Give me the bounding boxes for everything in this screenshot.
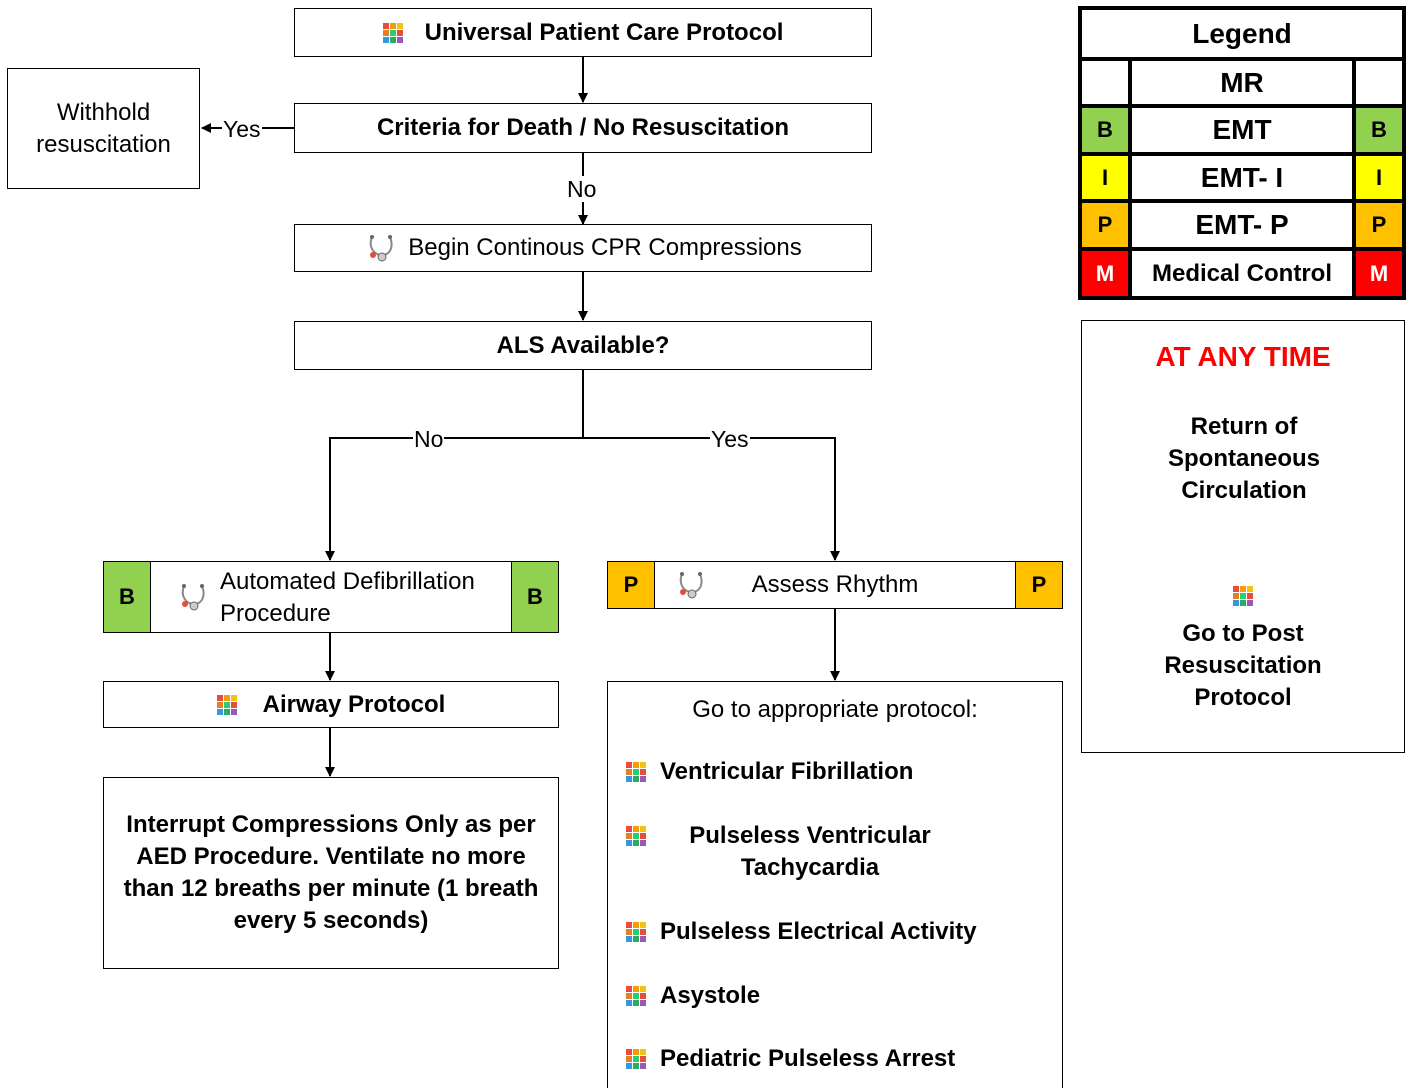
universal-protocol-box[interactable]: Universal Patient Care Protocol (294, 8, 872, 57)
als-available-label: ALS Available? (496, 331, 670, 359)
appropriate-protocol-heading: Go to appropriate protocol: (692, 696, 978, 723)
airway-protocol-box[interactable]: Airway Protocol (103, 681, 559, 728)
legend-level-label: EMT- P (1132, 203, 1352, 247)
legend-title: Legend (1082, 10, 1402, 57)
legend-level-label: EMT- I (1132, 156, 1352, 199)
protocol-link-asystole[interactable]: Asystole (626, 980, 760, 1012)
interrupt-compressions-box: Interrupt Compressions Only as per AED P… (103, 777, 559, 969)
protocol-link-label: Pulseless Electrical Activity (660, 918, 977, 945)
legend-code-left: I (1082, 156, 1128, 199)
assess-level-badge-left: P (607, 561, 655, 609)
post-resuscitation-link[interactable]: Go to Post Resuscitation Protocol (1082, 586, 1404, 714)
assess-rhythm-box[interactable]: Assess Rhythm (607, 561, 1063, 609)
protocol-link-label: Pulseless Ventricular Tachycardia (689, 822, 931, 881)
aed-procedure-box[interactable]: Automated Defibrillation Procedure (103, 561, 559, 633)
protocol-link-pulseless-vt[interactable]: Pulseless Ventricular Tachycardia (626, 820, 960, 884)
assess-level-badge-right: P (1015, 561, 1063, 609)
legend-level-label: MR (1132, 61, 1352, 104)
legend-code-left: P (1082, 203, 1128, 247)
legend-code-left: M (1082, 251, 1128, 296)
legend-code-right: P (1356, 203, 1402, 247)
protocol-grid-icon (626, 922, 646, 942)
legend-code-right: I (1356, 156, 1402, 199)
aed-level-badge-right: B (511, 561, 559, 633)
criteria-death-label: Criteria for Death / No Resuscitation (376, 114, 790, 141)
legend-code-left (1082, 61, 1128, 104)
protocol-link-label: Asystole (660, 982, 761, 1009)
rosc-text: Return of Spontaneous Circulation (1167, 413, 1320, 504)
at-any-time-box: AT ANY TIME Return of Spontaneous Circul… (1081, 320, 1405, 753)
protocol-link-pediatric-arrest[interactable]: Pediatric Pulseless Arrest (626, 1043, 955, 1075)
protocol-link-label: Ventricular Fibrillation (660, 758, 914, 785)
als-available-box[interactable]: ALS Available? (294, 321, 872, 370)
airway-protocol-label: Airway Protocol (262, 690, 446, 718)
protocol-grid-icon (382, 22, 403, 43)
protocol-link-pea[interactable]: Pulseless Electrical Activity (626, 916, 977, 948)
aed-level-badge-left: B (103, 561, 151, 633)
legend-level-label: Medical Control (1132, 251, 1352, 296)
stethoscope-icon (369, 235, 393, 262)
assess-rhythm-label: Assess Rhythm (751, 571, 919, 598)
withhold-resuscitation-label: Withhold resuscitation (36, 98, 171, 158)
criteria-no-label: No (566, 176, 598, 202)
protocol-grid-icon (1233, 586, 1253, 606)
interrupt-compressions-text: Interrupt Compressions Only as per AED P… (123, 811, 539, 934)
post-resuscitation-label: Go to Post Resuscitation Protocol (1164, 620, 1322, 711)
universal-protocol-label: Universal Patient Care Protocol (424, 18, 784, 46)
criteria-death-box[interactable]: Criteria for Death / No Resuscitation (294, 103, 872, 153)
als-no-label: No (413, 426, 445, 452)
legend-table: Legend MR B EMT B I EMT- I I P EMT- P P … (1078, 6, 1406, 300)
stethoscope-icon (181, 584, 205, 611)
legend-code-right: M (1356, 251, 1402, 296)
at-any-time-title: AT ANY TIME (1155, 341, 1331, 372)
stethoscope-icon (679, 572, 703, 599)
protocol-grid-icon (216, 694, 237, 715)
protocol-grid-icon (626, 762, 646, 782)
legend-code-right: B (1356, 108, 1402, 152)
begin-cpr-box[interactable]: Begin Continous CPR Compressions (294, 224, 872, 272)
protocol-grid-icon (626, 986, 646, 1006)
protocol-link-ventricular-fibrillation[interactable]: Ventricular Fibrillation (626, 756, 913, 788)
legend-code-right (1356, 61, 1402, 104)
criteria-yes-label: Yes (222, 116, 262, 142)
legend-code-left: B (1082, 108, 1128, 152)
protocol-link-label: Pediatric Pulseless Arrest (660, 1045, 956, 1072)
withhold-resuscitation-box[interactable]: Withhold resuscitation (7, 68, 200, 189)
protocol-grid-icon (626, 1049, 646, 1069)
appropriate-protocol-box: Go to appropriate protocol: (607, 681, 1063, 1088)
legend-level-label: EMT (1132, 108, 1352, 152)
protocol-grid-icon (626, 826, 646, 846)
aed-procedure-label: Automated Defibrillation Procedure (220, 568, 475, 627)
als-yes-label: Yes (710, 426, 750, 452)
begin-cpr-label: Begin Continous CPR Compressions (408, 234, 802, 261)
